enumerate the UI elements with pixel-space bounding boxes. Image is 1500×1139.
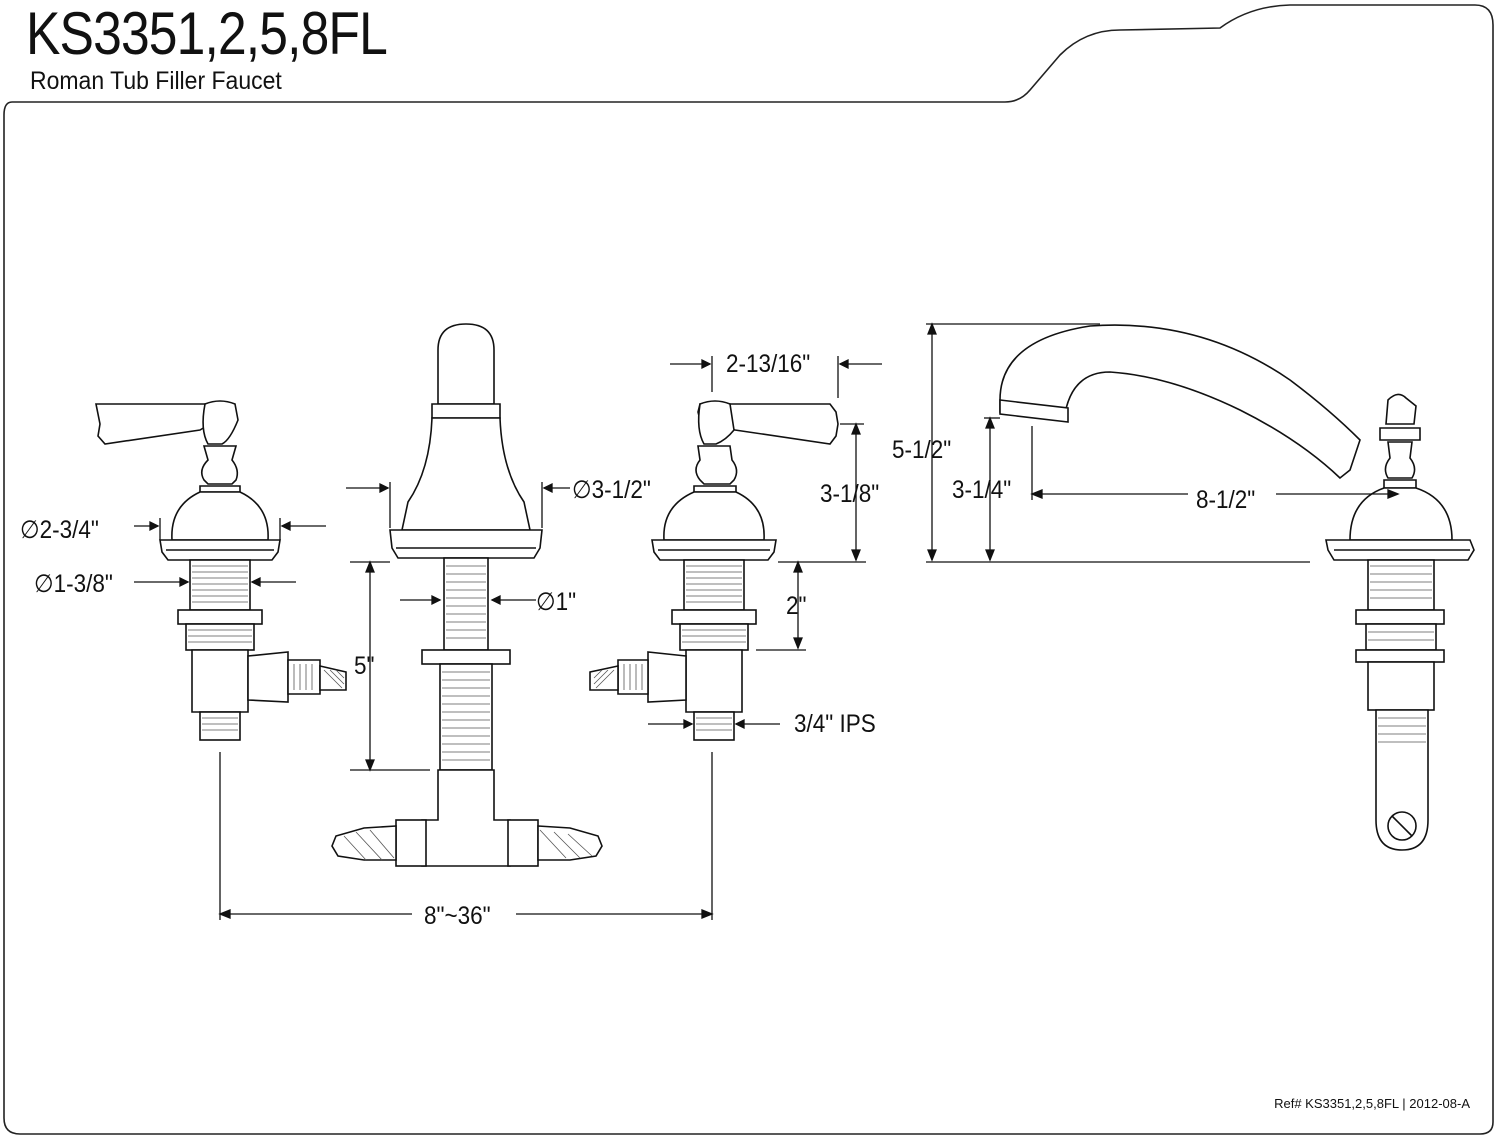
side-view-spout bbox=[999, 324, 1475, 851]
dim-shank-length: 2" bbox=[786, 592, 807, 620]
center-spout-front bbox=[331, 323, 603, 867]
dim-spout-shank-length: 5" bbox=[354, 652, 375, 680]
reference-line: Ref# KS3351,2,5,8FL | 2012-08-A bbox=[1274, 1096, 1470, 1111]
dim-handle-height: 3-1/8" bbox=[820, 480, 880, 508]
dim-thread-diameter: ∅1" bbox=[536, 588, 577, 616]
product-subtitle: Roman Tub Filler Faucet bbox=[30, 67, 282, 95]
center-shank-threads bbox=[343, 565, 593, 861]
dim-spout-reach: 8-1/2" bbox=[1196, 486, 1256, 514]
dim-handle-width: 2-13/16" bbox=[726, 350, 811, 378]
dimension-lines bbox=[134, 322, 1400, 920]
dim-handle-base-diameter: ∅2-3/4" bbox=[20, 516, 99, 544]
reference-number: Ref# KS3351,2,5,8FL bbox=[1274, 1096, 1399, 1111]
left-handle-valve bbox=[95, 400, 347, 741]
dim-spout-height: 5-1/2" bbox=[892, 436, 952, 464]
left-shank-threads bbox=[188, 565, 345, 731]
dim-spread: 8"~36" bbox=[424, 902, 491, 930]
right-shank-threads bbox=[593, 565, 746, 731]
reference-separator: | bbox=[1402, 1096, 1410, 1111]
side-shank-threads bbox=[1368, 565, 1434, 743]
drawing-frame bbox=[3, 4, 1494, 1135]
dim-spout-base-diameter: ∅3-1/2" bbox=[572, 476, 651, 504]
dim-spout-clearance: 3-1/4" bbox=[952, 476, 1012, 504]
dim-shank-diameter: ∅1-3/8" bbox=[34, 570, 113, 598]
dim-inlet: 3/4" IPS bbox=[794, 710, 876, 738]
model-number: KS3351,2,5,8FL bbox=[26, 0, 388, 67]
revision-code: 2012-08-A bbox=[1409, 1096, 1470, 1111]
